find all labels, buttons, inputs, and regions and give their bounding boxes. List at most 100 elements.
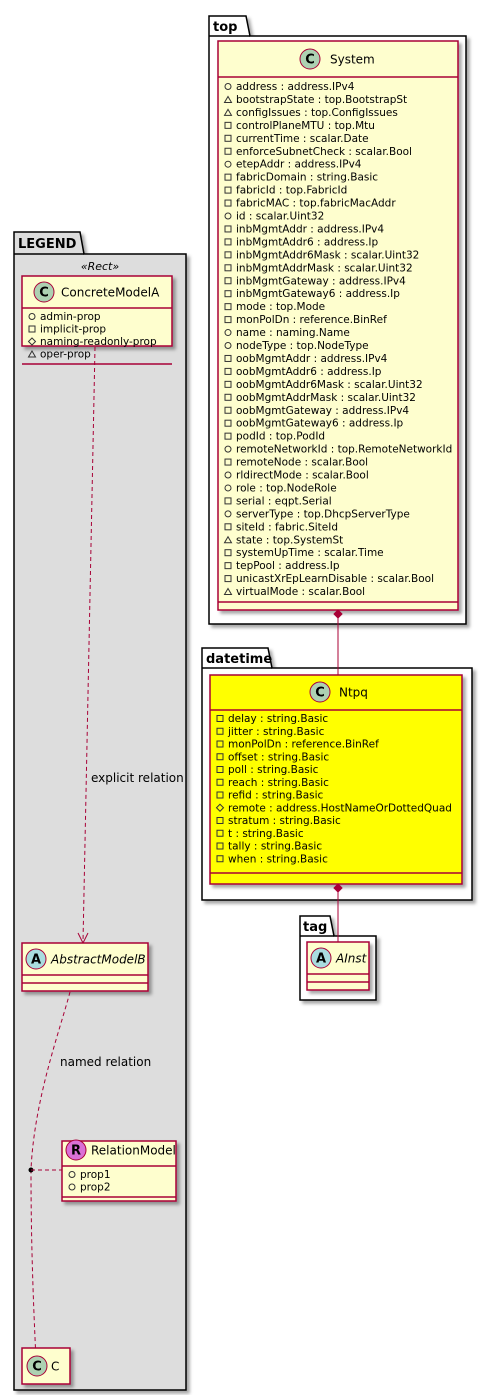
private-visibility-icon: [224, 186, 232, 194]
private-visibility-icon: [216, 791, 224, 799]
private-visibility-icon: [224, 264, 232, 272]
public-visibility-icon: [224, 342, 232, 349]
class-member: implicit-prop: [40, 324, 106, 336]
class-badge-letter: C: [32, 1360, 42, 1375]
private-visibility-icon: [216, 778, 224, 786]
abstract-badge-icon: [310, 947, 332, 969]
private-visibility-icon: [224, 393, 232, 401]
class-member: oobMgmtGateway6 : address.Ip: [236, 418, 404, 430]
class-member: siteId : fabric.SiteId: [236, 521, 338, 533]
private-visibility-icon: [224, 419, 232, 427]
edge-ntpq-ainst: [333, 883, 343, 942]
private-visibility-icon: [216, 855, 224, 863]
class-badge-letter: A: [316, 952, 326, 967]
class-member: offset : string.Basic: [228, 751, 329, 763]
class-badge-letter: R: [71, 1144, 81, 1159]
private-visibility-icon: [224, 497, 232, 505]
class-member: t : string.Basic: [228, 828, 304, 840]
class-c-name: C: [51, 1360, 59, 1374]
class-member: fabricId : top.FabricId: [236, 185, 347, 197]
class-system-box: [217, 40, 459, 611]
class-concrete-model-a[interactable]: C ConcreteModelA admin-propimplicit-prop…: [21, 275, 173, 365]
class-member: oper-prop: [40, 349, 91, 361]
package-visibility-icon: [223, 95, 233, 103]
public-visibility-icon: [28, 313, 36, 320]
class-member: inbMgmtAddrMask : scalar.Uint32: [236, 262, 413, 274]
named-relation-label: named relation: [60, 1055, 151, 1069]
package-top-title: top: [213, 20, 237, 35]
class-member: rldirectMode : scalar.Bool: [236, 470, 369, 482]
class-member: prop2: [80, 1182, 111, 1194]
class-member: oobMgmtAddr6Mask : scalar.Uint32: [236, 379, 423, 391]
private-visibility-icon: [28, 325, 36, 333]
class-system[interactable]: C System address : address.IPv4bootstrap…: [217, 40, 459, 611]
class-member: admin-prop: [40, 311, 101, 323]
class-c[interactable]: C C: [21, 1347, 71, 1385]
class-member: reach : string.Basic: [228, 777, 329, 789]
package-legend-frame: [13, 231, 187, 1391]
private-visibility-icon: [224, 316, 232, 324]
class-member: remoteNetworkId : top.RemoteNetworkId: [236, 444, 452, 456]
package-visibility-icon: [223, 108, 233, 116]
class-member: tally : string.Basic: [228, 841, 322, 853]
private-visibility-icon: [216, 740, 224, 748]
public-visibility-icon: [224, 329, 232, 337]
public-visibility-icon: [224, 471, 232, 479]
private-visibility-icon: [224, 406, 232, 414]
class-member: oobMgmtGateway : address.IPv4: [236, 405, 409, 417]
edge-system-ntpq: [333, 609, 343, 675]
class-badge-icon: [33, 281, 55, 303]
public-visibility-icon: [224, 510, 232, 518]
private-visibility-icon: [224, 225, 232, 233]
class-ainst-name: AInst: [335, 952, 368, 966]
private-visibility-icon: [216, 753, 224, 761]
class-member: oobMgmtAddr : address.IPv4: [236, 353, 388, 365]
private-visibility-icon: [216, 727, 224, 735]
public-visibility-icon: [224, 445, 232, 453]
package-visibility-icon: [223, 535, 233, 544]
class-member: bootstrapState : top.BootstrapSt: [236, 94, 407, 106]
class-member: prop1: [80, 1169, 111, 1181]
class-abstract-model-b[interactable]: A AbstractModelB: [21, 942, 149, 992]
class-badge-letter: C: [305, 53, 315, 68]
relation-badge-icon: [65, 1139, 87, 1161]
private-visibility-icon: [224, 277, 232, 285]
class-member: remoteNode : scalar.Bool: [236, 457, 368, 469]
explicit-relation-label: explicit relation: [91, 771, 184, 785]
private-visibility-icon: [224, 432, 232, 440]
class-member: remote : address.HostNameOrDottedQuad: [228, 802, 452, 814]
private-visibility-icon: [224, 134, 232, 142]
class-badge-letter: A: [31, 953, 41, 968]
package-legend: LEGEND «Rect»: [13, 231, 187, 1391]
protected-visibility-icon: [27, 337, 37, 346]
class-member: serial : eqpt.Serial: [236, 495, 332, 507]
class-ainst[interactable]: A AInst: [306, 941, 370, 991]
class-member: enforceSubnetCheck : scalar.Bool: [236, 146, 412, 158]
class-concrete-model-a-members: admin-propimplicit-propnaming-readonly-p…: [27, 311, 157, 361]
class-member: inbMgmtAddr : address.IPv4: [236, 223, 384, 235]
class-member: systemUpTime : scalar.Time: [236, 547, 384, 559]
class-member: unicastXrEpLearnDisable : scalar.Bool: [236, 573, 434, 585]
class-member: poll : string.Basic: [228, 764, 319, 776]
class-member: monPolDn : reference.BinRef: [236, 314, 387, 326]
class-abstract-model-b-name: AbstractModelB: [50, 953, 146, 967]
private-visibility-icon: [224, 367, 232, 375]
class-member: inbMgmtGateway6 : address.Ip: [236, 288, 400, 300]
public-visibility-icon: [68, 1183, 76, 1191]
composition-diamond-icon: [333, 883, 343, 893]
private-visibility-icon: [224, 199, 232, 207]
private-visibility-icon: [224, 238, 232, 246]
private-visibility-icon: [224, 251, 232, 259]
class-relation-model-name: RelationModel: [91, 1144, 176, 1158]
private-visibility-icon: [224, 303, 232, 311]
package-datetime-title: datetime: [206, 652, 272, 667]
package-visibility-icon: [27, 350, 37, 358]
class-member: tepPool : address.Ip: [236, 560, 340, 572]
package-legend-title: LEGEND: [18, 237, 77, 252]
class-badge-icon: [299, 48, 321, 70]
class-member: monPolDn : reference.BinRef: [228, 739, 379, 751]
